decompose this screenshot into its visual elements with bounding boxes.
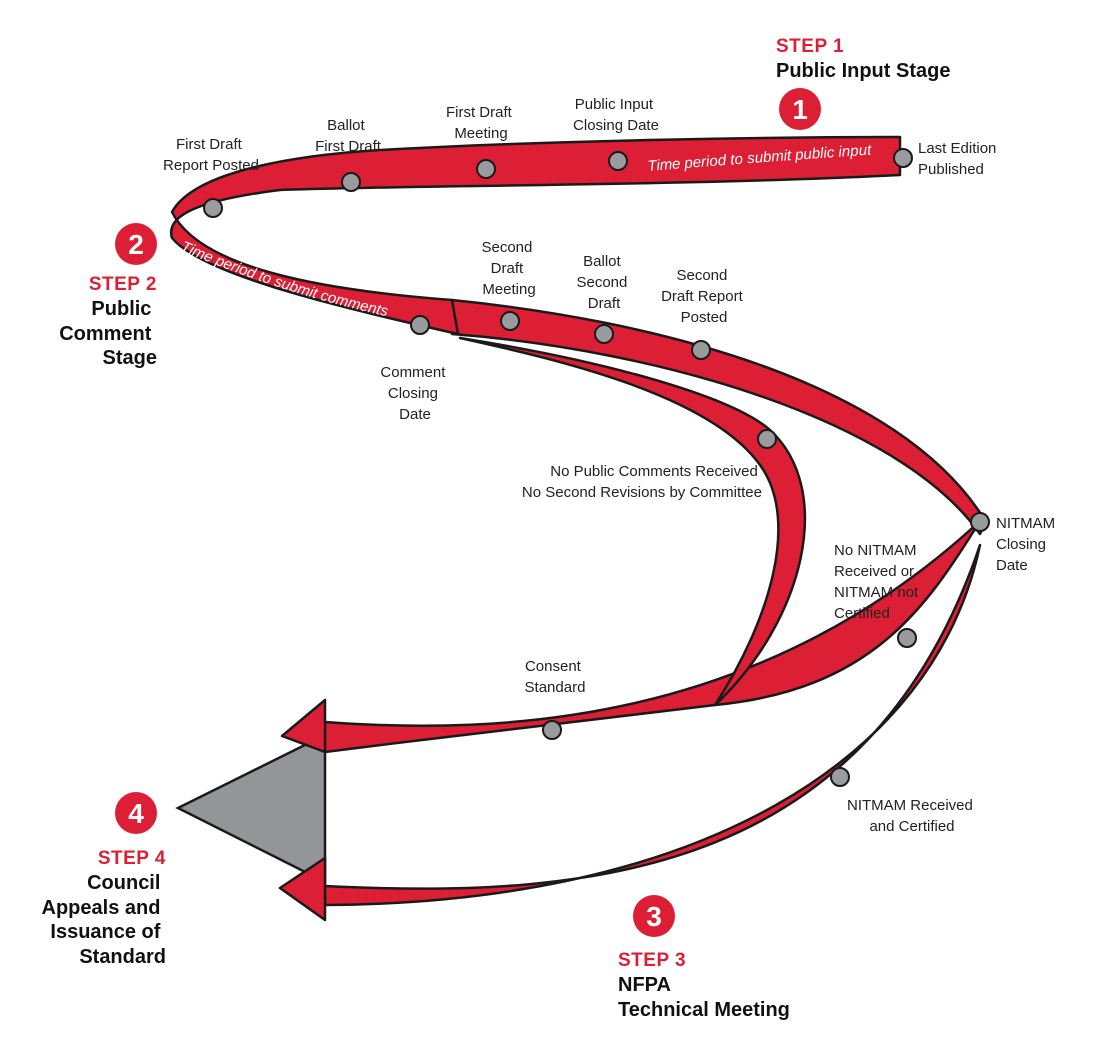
milestone-label-second-draft-meeting: Second Draft Meeting: [481, 239, 536, 298]
milestone-dot-comment-closing: [410, 315, 430, 335]
milestone-dot-nitmam-certified: [830, 767, 850, 787]
milestone-label-nitmam-certified: NITMAM Received and Certified: [847, 797, 977, 835]
step-2-title: STEP 2: [89, 274, 157, 295]
step-3-title: STEP 3: [618, 950, 686, 971]
ribbon-consent-standard: [323, 519, 982, 754]
step-3-badge: [633, 895, 675, 937]
milestone-label-public-input-closing: Public Input Closing Date: [573, 96, 659, 134]
arrow-tail-top: [280, 698, 327, 754]
band-label-comments: Time period to submit comments: [178, 238, 390, 320]
milestone-dot-first-draft-report: [203, 198, 223, 218]
milestone-label-first-draft-report: First Draft Report Posted: [163, 136, 259, 174]
arrow-tail-bottom: [278, 856, 327, 922]
milestone-label-no-public-comments: No Public Comments Received No Second Re…: [522, 463, 762, 501]
milestone-label-last-edition: Last Edition Published: [918, 140, 1001, 178]
milestone-label-nitmam-closing: NITMAM Closing Date: [996, 515, 1059, 574]
milestone-label-comment-closing: Comment Closing Date: [380, 364, 449, 423]
step-4-number: 4: [128, 798, 144, 829]
step-1-name: Public Input Stage: [776, 60, 950, 82]
milestone-dot-second-draft-report: [691, 340, 711, 360]
ribbon-no-comments-branch: [458, 336, 807, 707]
step-3-name: NFPA Technical Meeting: [618, 974, 790, 1021]
milestone-dot-no-nitmam: [897, 628, 917, 648]
arrow-head: [175, 732, 327, 885]
step-3-number: 3: [646, 901, 662, 932]
milestone-dot-ballot-second-draft: [594, 324, 614, 344]
step-4-badge: [115, 792, 157, 834]
milestone-dot-public-input-closing: [608, 151, 628, 171]
step-4-title: STEP 4: [98, 848, 166, 869]
step-1-badge: [779, 88, 821, 130]
milestone-dot-nitmam-closing: [970, 512, 990, 532]
milestone-dot-no-public-comments: [757, 429, 777, 449]
step-2-name: Public Comment Stage: [59, 298, 157, 369]
milestone-label-consent-standard: Consent Standard: [525, 658, 586, 696]
milestone-dot-ballot-first-draft: [341, 172, 361, 192]
milestone-dot-last-edition: [893, 148, 913, 168]
milestone-label-no-nitmam: No NITMAM Received or NITMAM not Certifi…: [834, 542, 922, 622]
step-2-number: 2: [128, 229, 144, 260]
step-1-title: STEP 1: [776, 36, 844, 57]
step-1-number: 1: [792, 94, 808, 125]
milestone-dot-second-draft-meeting: [500, 311, 520, 331]
ribbon-nitmam-certified: [323, 543, 982, 907]
milestone-label-second-draft-report: Second Draft Report Posted: [661, 267, 747, 326]
step-2-badge: [115, 223, 157, 265]
milestone-dot-first-draft-meeting: [476, 159, 496, 179]
step-4-name: Council Appeals and Issuance of Standard: [42, 872, 166, 968]
milestone-label-first-draft-meeting: First Draft Meeting: [446, 104, 516, 142]
milestone-label-ballot-first-draft: Ballot First Draft: [315, 117, 382, 155]
milestone-dot-consent-standard: [542, 720, 562, 740]
ribbon-main: [169, 135, 902, 336]
milestone-label-ballot-second-draft: Ballot Second Draft: [576, 253, 631, 312]
